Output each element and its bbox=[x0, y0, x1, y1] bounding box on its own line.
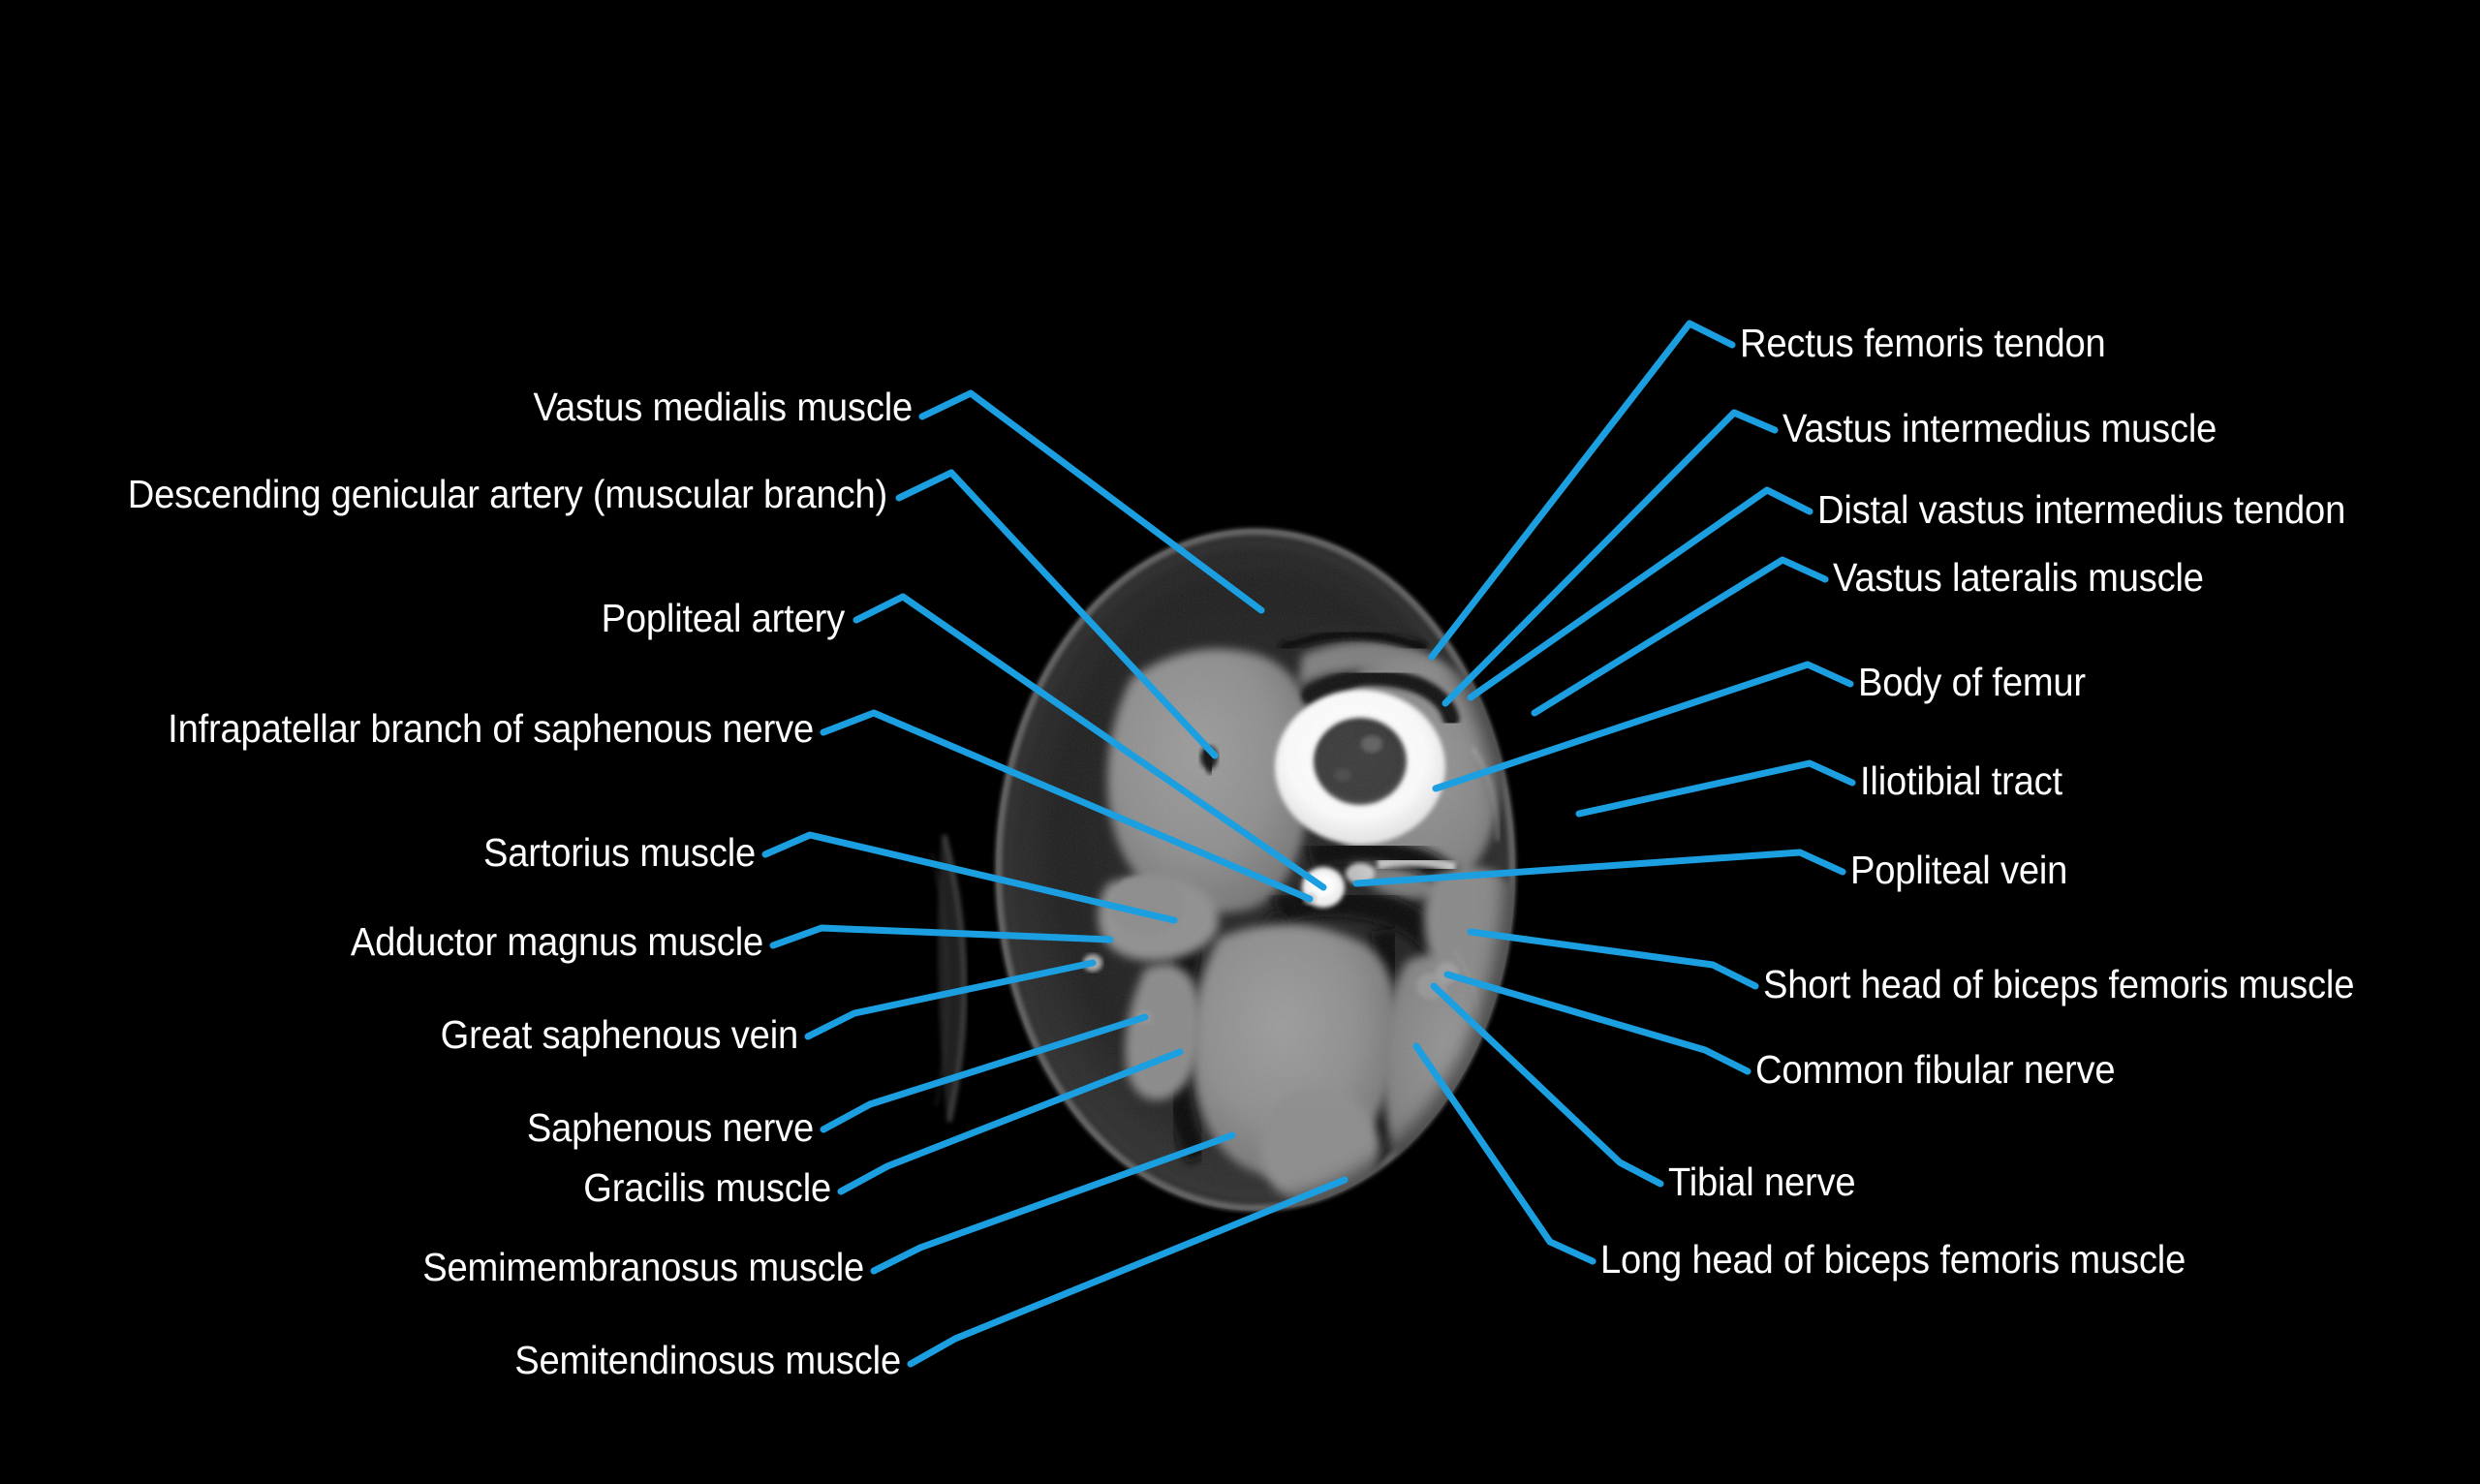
label-semitendinosus-muscle: Semitendinosus muscle bbox=[514, 1338, 901, 1382]
label-adductor-magnus-muscle: Adductor magnus muscle bbox=[350, 919, 763, 964]
leader-adductor-magnus-muscle bbox=[769, 924, 1114, 949]
label-common-fibular-nerve: Common fibular nerve bbox=[1755, 1047, 2116, 1092]
leader-vastus-medialis-muscle bbox=[918, 389, 1265, 614]
label-vastus-medialis-muscle: Vastus medialis muscle bbox=[533, 385, 914, 429]
label-descending-genicular-artery: Descending genicular artery (muscular br… bbox=[127, 472, 888, 516]
leader-gracilis-muscle bbox=[837, 1048, 1184, 1195]
leader-saphenous-nerve bbox=[820, 1013, 1149, 1133]
leader-rectus-femoris-tendon bbox=[1428, 320, 1736, 661]
leader-vastus-intermedius-muscle bbox=[1442, 409, 1779, 707]
label-popliteal-vein: Popliteal vein bbox=[1850, 848, 2068, 892]
label-great-saphenous-vein: Great saphenous vein bbox=[440, 1012, 799, 1057]
contralateral-thigh-edge bbox=[930, 833, 968, 1124]
leader-common-fibular-nerve bbox=[1443, 971, 1752, 1075]
label-sartorius-muscle: Sartorius muscle bbox=[483, 830, 756, 875]
label-saphenous-nerve: Saphenous nerve bbox=[526, 1105, 814, 1150]
leader-tibial-nerve bbox=[1430, 982, 1664, 1188]
leader-sartorius-muscle bbox=[761, 831, 1178, 924]
leader-short-head-biceps-femoris-muscle bbox=[1467, 928, 1759, 990]
leader-infrapatellar-branch-saphenous-nerve bbox=[820, 709, 1314, 903]
label-semimembranosus-muscle: Semimembranosus muscle bbox=[422, 1245, 864, 1289]
leader-popliteal-vein bbox=[1352, 849, 1846, 887]
leader-distal-vastus-intermedius-tendon bbox=[1467, 486, 1814, 701]
leader-popliteal-artery bbox=[852, 593, 1327, 891]
leader-body-of-femur bbox=[1432, 661, 1854, 792]
label-vastus-intermedius-muscle: Vastus intermedius muscle bbox=[1782, 406, 2217, 450]
leader-great-saphenous-vein bbox=[804, 959, 1097, 1040]
leader-semimembranosus-muscle bbox=[870, 1131, 1236, 1275]
label-tibial-nerve: Tibial nerve bbox=[1668, 1159, 1856, 1204]
label-rectus-femoris-tendon: Rectus femoris tendon bbox=[1740, 321, 2106, 365]
label-gracilis-muscle: Gracilis muscle bbox=[583, 1165, 831, 1210]
label-vastus-lateralis-muscle: Vastus lateralis muscle bbox=[1833, 555, 2204, 600]
label-popliteal-artery: Popliteal artery bbox=[601, 596, 846, 640]
label-short-head-biceps-femoris-muscle: Short head of biceps femoris muscle bbox=[1763, 962, 2355, 1006]
label-distal-vastus-intermedius-tendon: Distal vastus intermedius tendon bbox=[1817, 487, 2346, 532]
leader-iliotibial-tract bbox=[1575, 759, 1856, 818]
limb-cross-section bbox=[985, 518, 1526, 1221]
label-long-head-biceps-femoris-muscle: Long head of biceps femoris muscle bbox=[1600, 1237, 2186, 1282]
leader-long-head-biceps-femoris-muscle bbox=[1412, 1042, 1596, 1265]
label-infrapatellar-branch-saphenous-nerve: Infrapatellar branch of saphenous nerve bbox=[168, 706, 814, 751]
leader-semitendinosus-muscle bbox=[907, 1176, 1348, 1368]
leader-vastus-lateralis-muscle bbox=[1531, 556, 1829, 717]
label-iliotibial-tract: Iliotibial tract bbox=[1860, 758, 2062, 803]
label-body-of-femur: Body of femur bbox=[1858, 660, 2086, 704]
leader-descending-genicular-artery bbox=[895, 469, 1219, 759]
